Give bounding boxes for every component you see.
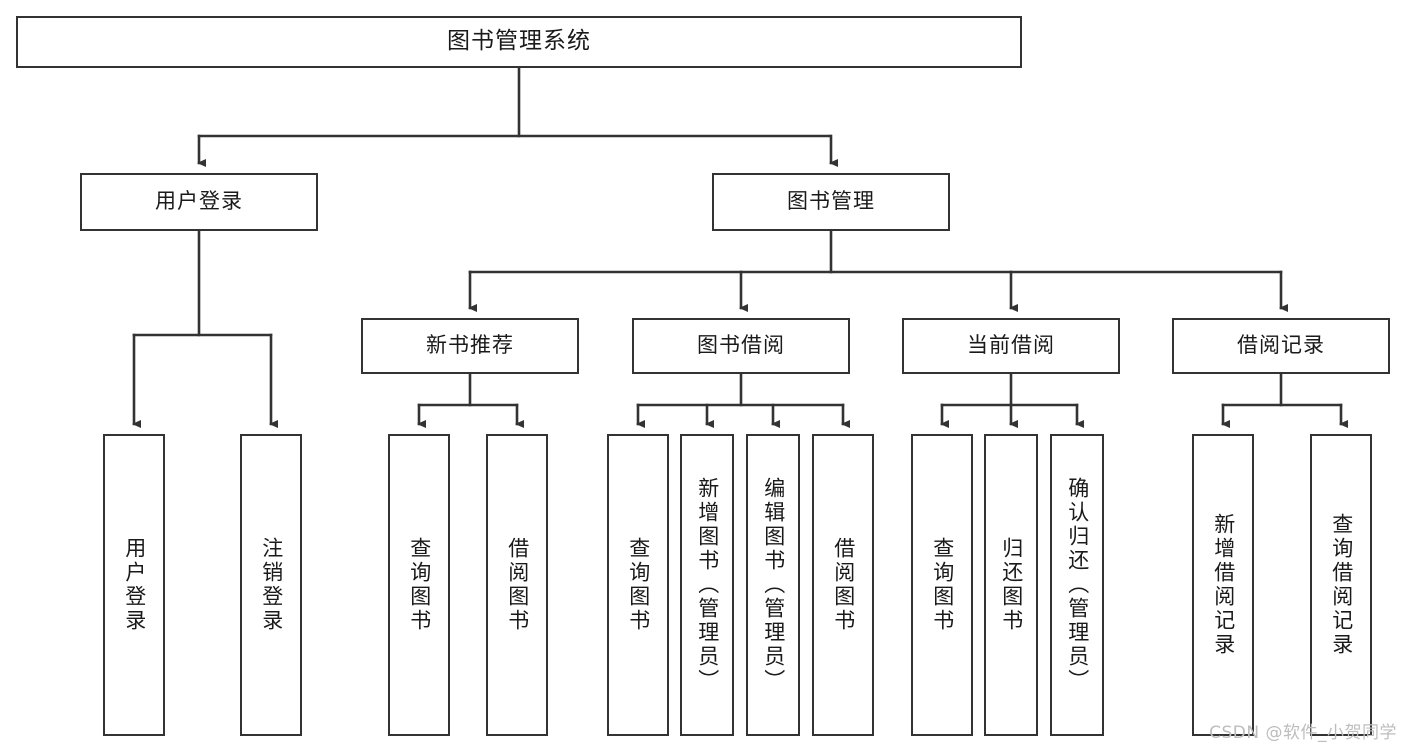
leaf-query-book-current[interactable]: 查询图书 bbox=[911, 434, 973, 736]
node-new-book-recommendation[interactable]: 新书推荐 bbox=[361, 318, 579, 374]
leaf-label: 借阅图书 bbox=[505, 537, 530, 633]
leaf-add-book-admin[interactable]: 新增图书（管理员） bbox=[680, 434, 734, 736]
leaf-return-book[interactable]: 归还图书 bbox=[984, 434, 1038, 736]
node-user-login[interactable]: 用户登录 bbox=[80, 173, 318, 231]
leaf-label: 查询图书 bbox=[626, 537, 651, 633]
leaf-borrow-book-new[interactable]: 借阅图书 bbox=[486, 434, 548, 736]
leaf-label: 注销登录 bbox=[259, 537, 284, 633]
leaf-label: 新增借阅记录 bbox=[1211, 513, 1236, 657]
node-book-management[interactable]: 图书管理 bbox=[712, 173, 950, 231]
leaf-logout[interactable]: 注销登录 bbox=[240, 434, 302, 736]
leaf-label: 用户登录 bbox=[122, 537, 147, 633]
leaf-label: 编辑图书（管理员） bbox=[761, 477, 786, 693]
csdn-watermark: CSDN @软件_小贺同学 bbox=[1209, 723, 1397, 743]
leaf-label: 确认归还（管理员） bbox=[1065, 477, 1090, 693]
leaf-edit-book-admin[interactable]: 编辑图书（管理员） bbox=[746, 434, 800, 736]
leaf-query-book-borrow[interactable]: 查询图书 bbox=[607, 434, 669, 736]
leaf-query-book-new[interactable]: 查询图书 bbox=[388, 434, 450, 736]
leaf-user-login[interactable]: 用户登录 bbox=[103, 434, 165, 736]
leaf-label: 借阅图书 bbox=[831, 537, 856, 633]
leaf-label: 新增图书（管理员） bbox=[695, 477, 720, 693]
leaf-borrow-book[interactable]: 借阅图书 bbox=[812, 434, 874, 736]
leaf-label: 查询图书 bbox=[930, 537, 955, 633]
leaf-label: 查询图书 bbox=[407, 537, 432, 633]
node-book-borrowing[interactable]: 图书借阅 bbox=[632, 318, 850, 374]
leaf-query-borrow-record[interactable]: 查询借阅记录 bbox=[1310, 434, 1372, 736]
node-root-system[interactable]: 图书管理系统 bbox=[16, 16, 1022, 68]
leaf-label: 归还图书 bbox=[999, 537, 1024, 633]
leaf-confirm-return-admin[interactable]: 确认归还（管理员） bbox=[1050, 434, 1104, 736]
node-current-borrowing[interactable]: 当前借阅 bbox=[902, 318, 1120, 374]
leaf-label: 查询借阅记录 bbox=[1329, 513, 1354, 657]
leaf-add-borrow-record[interactable]: 新增借阅记录 bbox=[1192, 434, 1254, 736]
node-borrowing-records[interactable]: 借阅记录 bbox=[1172, 318, 1390, 374]
